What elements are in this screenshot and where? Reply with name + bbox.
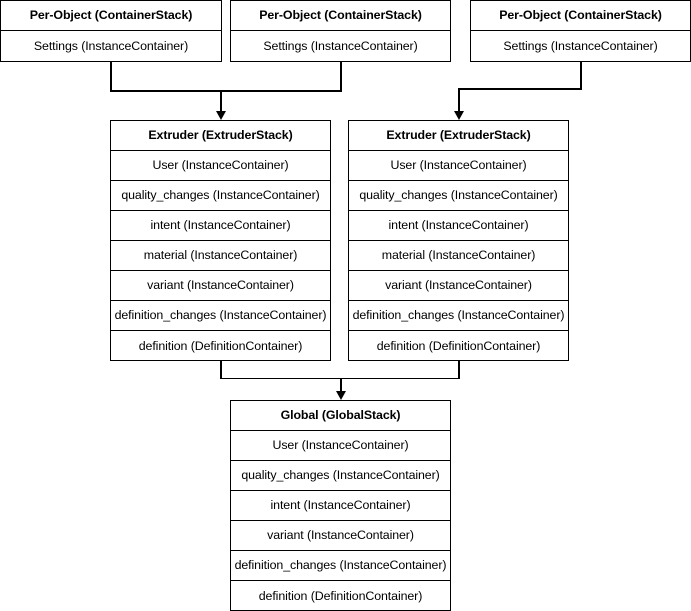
per-object-stack-1[interactable]: Per-Object (ContainerStack) Settings (In…: [0, 0, 222, 62]
arrow-into-extruder-1: [215, 111, 226, 120]
extruder-stack-1-row-intent[interactable]: intent (InstanceContainer): [111, 211, 330, 241]
extruder-stack-2-row-material[interactable]: material (InstanceContainer): [349, 241, 568, 271]
connector-perobject2-down: [340, 62, 342, 91]
per-object-stack-2-row-settings[interactable]: Settings (InstanceContainer): [263, 38, 418, 53]
extruder-stack-1-row-material[interactable]: material (InstanceContainer): [111, 241, 330, 271]
extruder-stack-2[interactable]: Extruder (ExtruderStack) User (InstanceC…: [348, 120, 569, 361]
extruder-stack-1-row-user[interactable]: User (InstanceContainer): [111, 151, 330, 181]
global-stack-header: Global (GlobalStack): [231, 401, 450, 431]
per-object-stack-3-row-settings[interactable]: Settings (InstanceContainer): [503, 38, 658, 53]
global-stack-row-quality-changes[interactable]: quality_changes (InstanceContainer): [231, 461, 450, 491]
per-object-stack-1-row-settings[interactable]: Settings (InstanceContainer): [33, 38, 189, 53]
extruder-stack-2-row-user[interactable]: User (InstanceContainer): [349, 151, 568, 181]
connector-perobject3-down: [580, 62, 582, 89]
extruder-stack-1-header: Extruder (ExtruderStack): [111, 121, 330, 151]
connector-perobject1-down: [110, 62, 112, 91]
global-stack-row-definition[interactable]: definition (DefinitionContainer): [258, 588, 423, 603]
extruder-stack-2-row-definition-changes[interactable]: definition_changes (InstanceContainer): [349, 301, 568, 331]
per-object-stack-2-header: Per-Object (ContainerStack): [231, 1, 450, 31]
global-stack[interactable]: Global (GlobalStack) User (InstanceConta…: [230, 400, 451, 611]
connector-global-arrow-stem: [340, 377, 342, 393]
extruder-stack-1-row-definition-changes[interactable]: definition_changes (InstanceContainer): [111, 301, 330, 331]
extruder-stack-2-row-intent[interactable]: intent (InstanceContainer): [349, 211, 568, 241]
extruder-stack-2-row-quality-changes[interactable]: quality_changes (InstanceContainer): [349, 181, 568, 211]
global-stack-row-definition-changes[interactable]: definition_changes (InstanceContainer): [231, 551, 450, 581]
per-object-stack-3[interactable]: Per-Object (ContainerStack) Settings (In…: [470, 0, 691, 62]
connector-right-arrow-stem: [458, 88, 460, 113]
global-stack-row-variant[interactable]: variant (InstanceContainer): [231, 521, 450, 551]
arrow-into-global-stack: [335, 391, 346, 400]
connector-left-merge-bar: [110, 90, 342, 92]
extruder-stack-1-row-quality-changes[interactable]: quality_changes (InstanceContainer): [111, 181, 330, 211]
connector-extruder1-down: [220, 361, 222, 379]
arrow-into-extruder-2: [453, 111, 464, 120]
connector-right-merge-bar: [458, 88, 582, 90]
per-object-stack-3-header: Per-Object (ContainerStack): [471, 1, 690, 31]
extruder-stack-1[interactable]: Extruder (ExtruderStack) User (InstanceC…: [110, 120, 331, 361]
extruder-stack-1-row-variant[interactable]: variant (InstanceContainer): [111, 271, 330, 301]
extruder-stack-2-row-definition[interactable]: definition (DefinitionContainer): [376, 338, 541, 353]
global-stack-row-intent[interactable]: intent (InstanceContainer): [231, 491, 450, 521]
per-object-stack-1-header: Per-Object (ContainerStack): [1, 1, 221, 31]
per-object-stack-2[interactable]: Per-Object (ContainerStack) Settings (In…: [230, 0, 451, 62]
connector-extruder2-down: [458, 361, 460, 379]
global-stack-row-user[interactable]: User (InstanceContainer): [231, 431, 450, 461]
extruder-stack-2-header: Extruder (ExtruderStack): [349, 121, 568, 151]
extruder-stack-2-row-variant[interactable]: variant (InstanceContainer): [349, 271, 568, 301]
connector-left-arrow-stem: [220, 90, 222, 113]
extruder-stack-1-row-definition[interactable]: definition (DefinitionContainer): [138, 338, 303, 353]
